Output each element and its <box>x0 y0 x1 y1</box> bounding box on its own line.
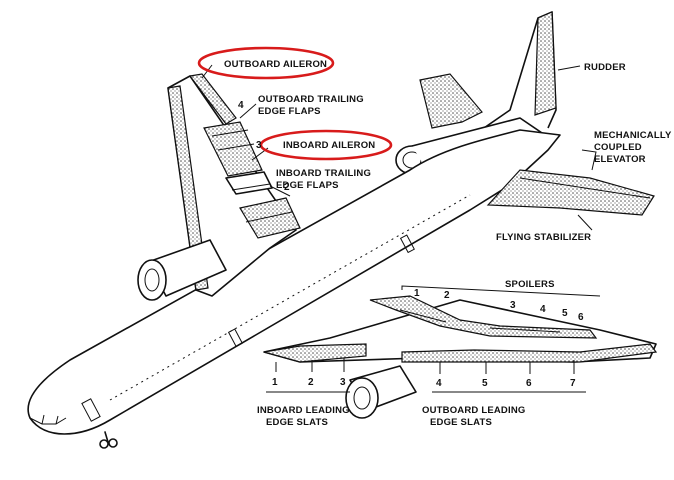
right-stabilizer <box>486 169 655 216</box>
out-slat-number-7: 7 <box>570 378 576 389</box>
door-front <box>81 398 101 422</box>
flap-lines <box>211 129 293 223</box>
left-wing-slats <box>167 85 209 291</box>
elevator-hinge <box>519 177 651 199</box>
in-slat-number-2: 2 <box>308 377 314 388</box>
inboard-aileron-surface <box>225 171 273 195</box>
inboard-slats-surface <box>263 343 367 363</box>
label-inboard-leading-1: INBOARD LEADING <box>257 405 350 416</box>
out-slat-number-5: 5 <box>482 378 488 389</box>
outboard-flap-surface <box>203 121 263 177</box>
rudder-surface <box>534 11 557 116</box>
spoiler-number-1: 1 <box>414 288 420 299</box>
label-coupled: COUPLED <box>594 142 642 153</box>
nose-wheel-right <box>108 438 118 448</box>
label-rudder: RUDDER <box>584 62 626 73</box>
spoilers-bracket <box>401 285 601 297</box>
cockpit-windows <box>29 414 67 425</box>
label-flying-stabilizer: FLYING STABILIZER <box>496 232 591 243</box>
slat-ticks <box>275 358 575 374</box>
label-outboard-leading-1: OUTBOARD LEADING <box>422 405 525 416</box>
rudder-leader <box>557 65 581 71</box>
stabilizer-leader <box>577 214 593 231</box>
outboard-slats-surface <box>401 343 658 363</box>
left-engine-core <box>144 268 160 292</box>
spoiler-number-4: 4 <box>540 304 546 315</box>
label-outboard-trailing-1: OUTBOARD TRAILING <box>258 94 364 105</box>
label-spoilers: SPOILERS <box>505 279 555 290</box>
fuselage <box>27 129 561 435</box>
left-engine-inlet <box>137 259 167 301</box>
right-engine-core <box>353 386 371 410</box>
spoiler-number-6: 6 <box>578 312 584 323</box>
label-inboard-trailing-1: INBOARD TRAILING <box>276 168 371 179</box>
out-slat-number-6: 6 <box>526 378 532 389</box>
nose-gear <box>104 431 109 443</box>
out-slat-number-4: 4 <box>436 378 442 389</box>
label-outboard-leading-2: EDGE SLATS <box>430 417 492 428</box>
spoiler-number-3: 3 <box>510 300 516 311</box>
in-slat-number-1: 1 <box>272 377 278 388</box>
elevator-leader <box>581 149 597 171</box>
outboard-aileron-highlight <box>197 46 335 80</box>
flap-number-2: 2 <box>284 182 290 193</box>
left-stabilizer <box>419 73 483 129</box>
nose-wheel-left <box>99 439 109 449</box>
inboard-flap-surface <box>239 197 301 239</box>
spoilers-surface <box>369 295 598 339</box>
spoiler-number-2: 2 <box>444 290 450 301</box>
door-rear <box>399 234 415 254</box>
label-outboard-aileron: OUTBOARD AILERON <box>224 59 327 70</box>
inboard-aileron-highlight <box>259 129 393 161</box>
right-engine-inlet <box>345 377 379 419</box>
door-mid <box>227 328 243 348</box>
label-elevator: ELEVATOR <box>594 154 646 165</box>
label-outboard-trailing-2: EDGE FLAPS <box>258 106 321 117</box>
label-inboard-trailing-2: EDGE FLAPS <box>276 180 339 191</box>
flap-number-3: 3 <box>256 140 262 151</box>
flap-number-4: 4 <box>238 100 244 111</box>
outboard-flap-leader <box>239 103 257 119</box>
label-mechanically: MECHANICALLY <box>594 130 672 141</box>
inboard-flap-leader <box>269 185 291 197</box>
label-inboard-aileron: INBOARD AILERON <box>283 140 375 151</box>
label-inboard-leading-2: EDGE SLATS <box>266 417 328 428</box>
spoiler-lines <box>399 309 561 333</box>
in-slat-number-3: 3 <box>340 377 346 388</box>
spoiler-number-5: 5 <box>562 308 568 319</box>
outboard-aileron-surface <box>188 73 237 125</box>
